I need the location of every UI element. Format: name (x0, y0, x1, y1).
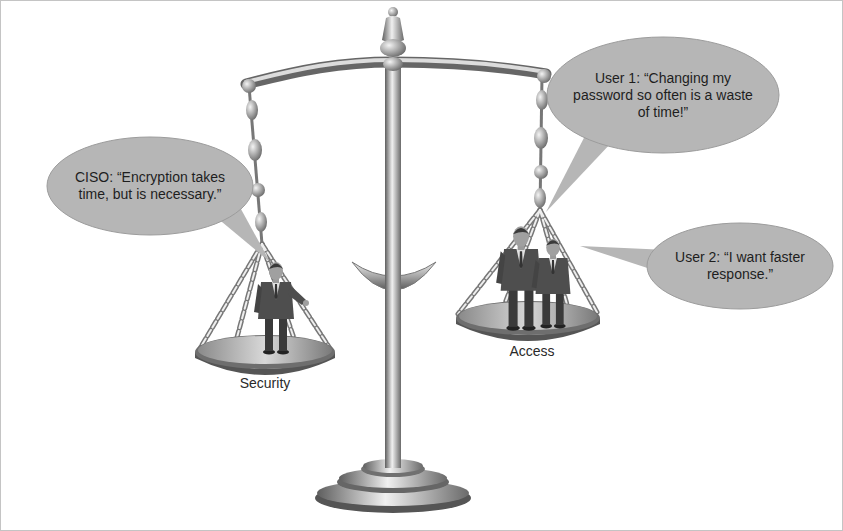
bubble-text-block: User 1: “Changing my password so often i… (572, 70, 755, 121)
left-hanger (195, 79, 335, 375)
bubble-shape (647, 223, 833, 309)
speech-text: User 1: “Changing my password so often i… (572, 70, 755, 121)
bubble-text-block: CISO: “Encryption takes time, but is nec… (69, 169, 231, 203)
pan-label: Security (240, 375, 291, 391)
scale-finial (380, 7, 406, 71)
speech-text: User 2: “I want faster response.” (667, 249, 814, 283)
speech-text: CISO: “Encryption takes time, but is nec… (69, 169, 231, 203)
bubble-shape (47, 137, 253, 235)
bubble-text-block: User 2: “I want faster response.” (667, 249, 814, 283)
scale-pole (385, 66, 401, 468)
speech-bubble: User 1: “Changing my password so often i… (546, 36, 780, 154)
user-2-figure (532, 239, 571, 329)
pan-label: Access (509, 343, 554, 359)
speech-tails (210, 130, 672, 276)
speech-bubble: User 2: “I want faster response.” (646, 222, 834, 310)
ciso-figure (254, 262, 309, 355)
speech-bubble: CISO: “Encryption takes time, but is nec… (46, 136, 254, 236)
bubble-shape (547, 37, 779, 153)
